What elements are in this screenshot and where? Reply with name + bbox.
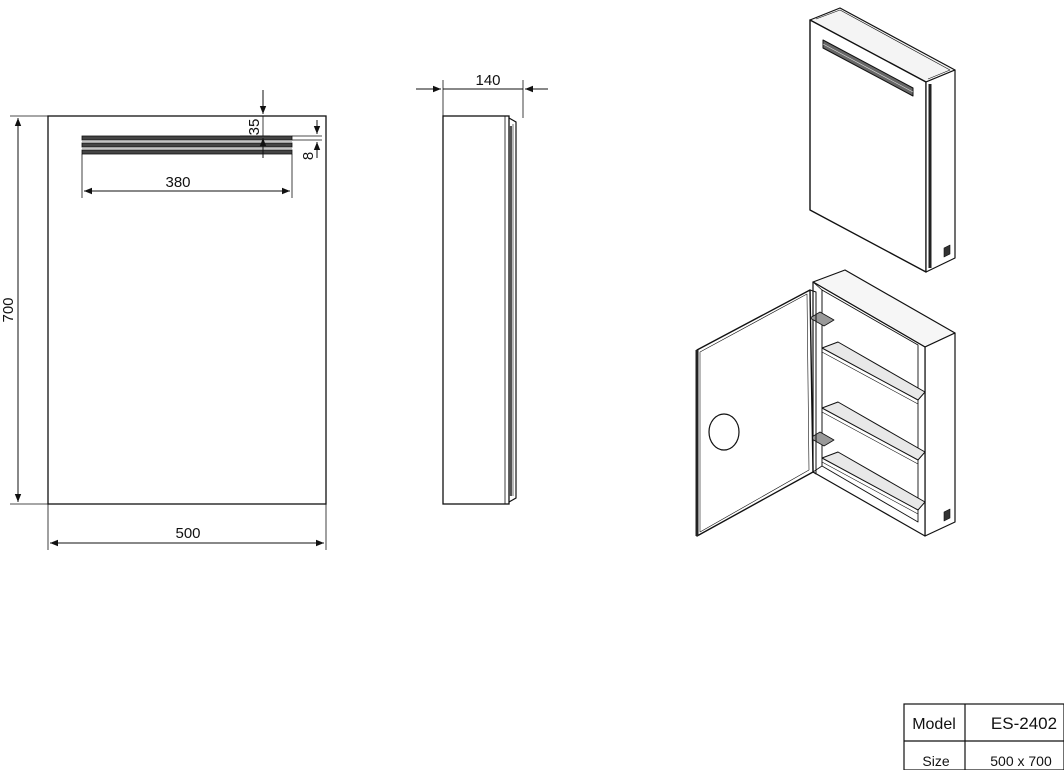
model-value: ES-2402 bbox=[991, 714, 1057, 733]
isometric-open-view bbox=[695, 269, 956, 537]
width-dimension-label: 500 bbox=[175, 525, 200, 542]
spec-table: Model ES-2402 Size 500 x 700 bbox=[903, 703, 1064, 770]
size-value: 500 x 700 bbox=[990, 753, 1052, 769]
cabinet-front-outline bbox=[47, 115, 327, 505]
cabinet-side-outline bbox=[442, 115, 510, 505]
size-label: Size bbox=[922, 753, 949, 769]
isometric-closed-view bbox=[809, 7, 956, 273]
spec-row-size: Size 500 x 700 bbox=[922, 753, 1052, 769]
light-width-dimension-label: 380 bbox=[165, 174, 190, 191]
depth-dimension-label: 140 bbox=[475, 72, 500, 89]
spec-row-model: Model ES-2402 bbox=[912, 714, 1057, 733]
light-height-dimension-label: 8 bbox=[300, 152, 317, 160]
height-dimension-label: 700 bbox=[0, 297, 17, 322]
model-label: Model bbox=[912, 716, 956, 733]
front-view: 500 700 380 35 8 bbox=[0, 90, 327, 550]
led-light-bar bbox=[81, 135, 293, 155]
light-offset-dimension-label: 35 bbox=[246, 119, 263, 136]
side-view: 140 bbox=[416, 72, 548, 505]
